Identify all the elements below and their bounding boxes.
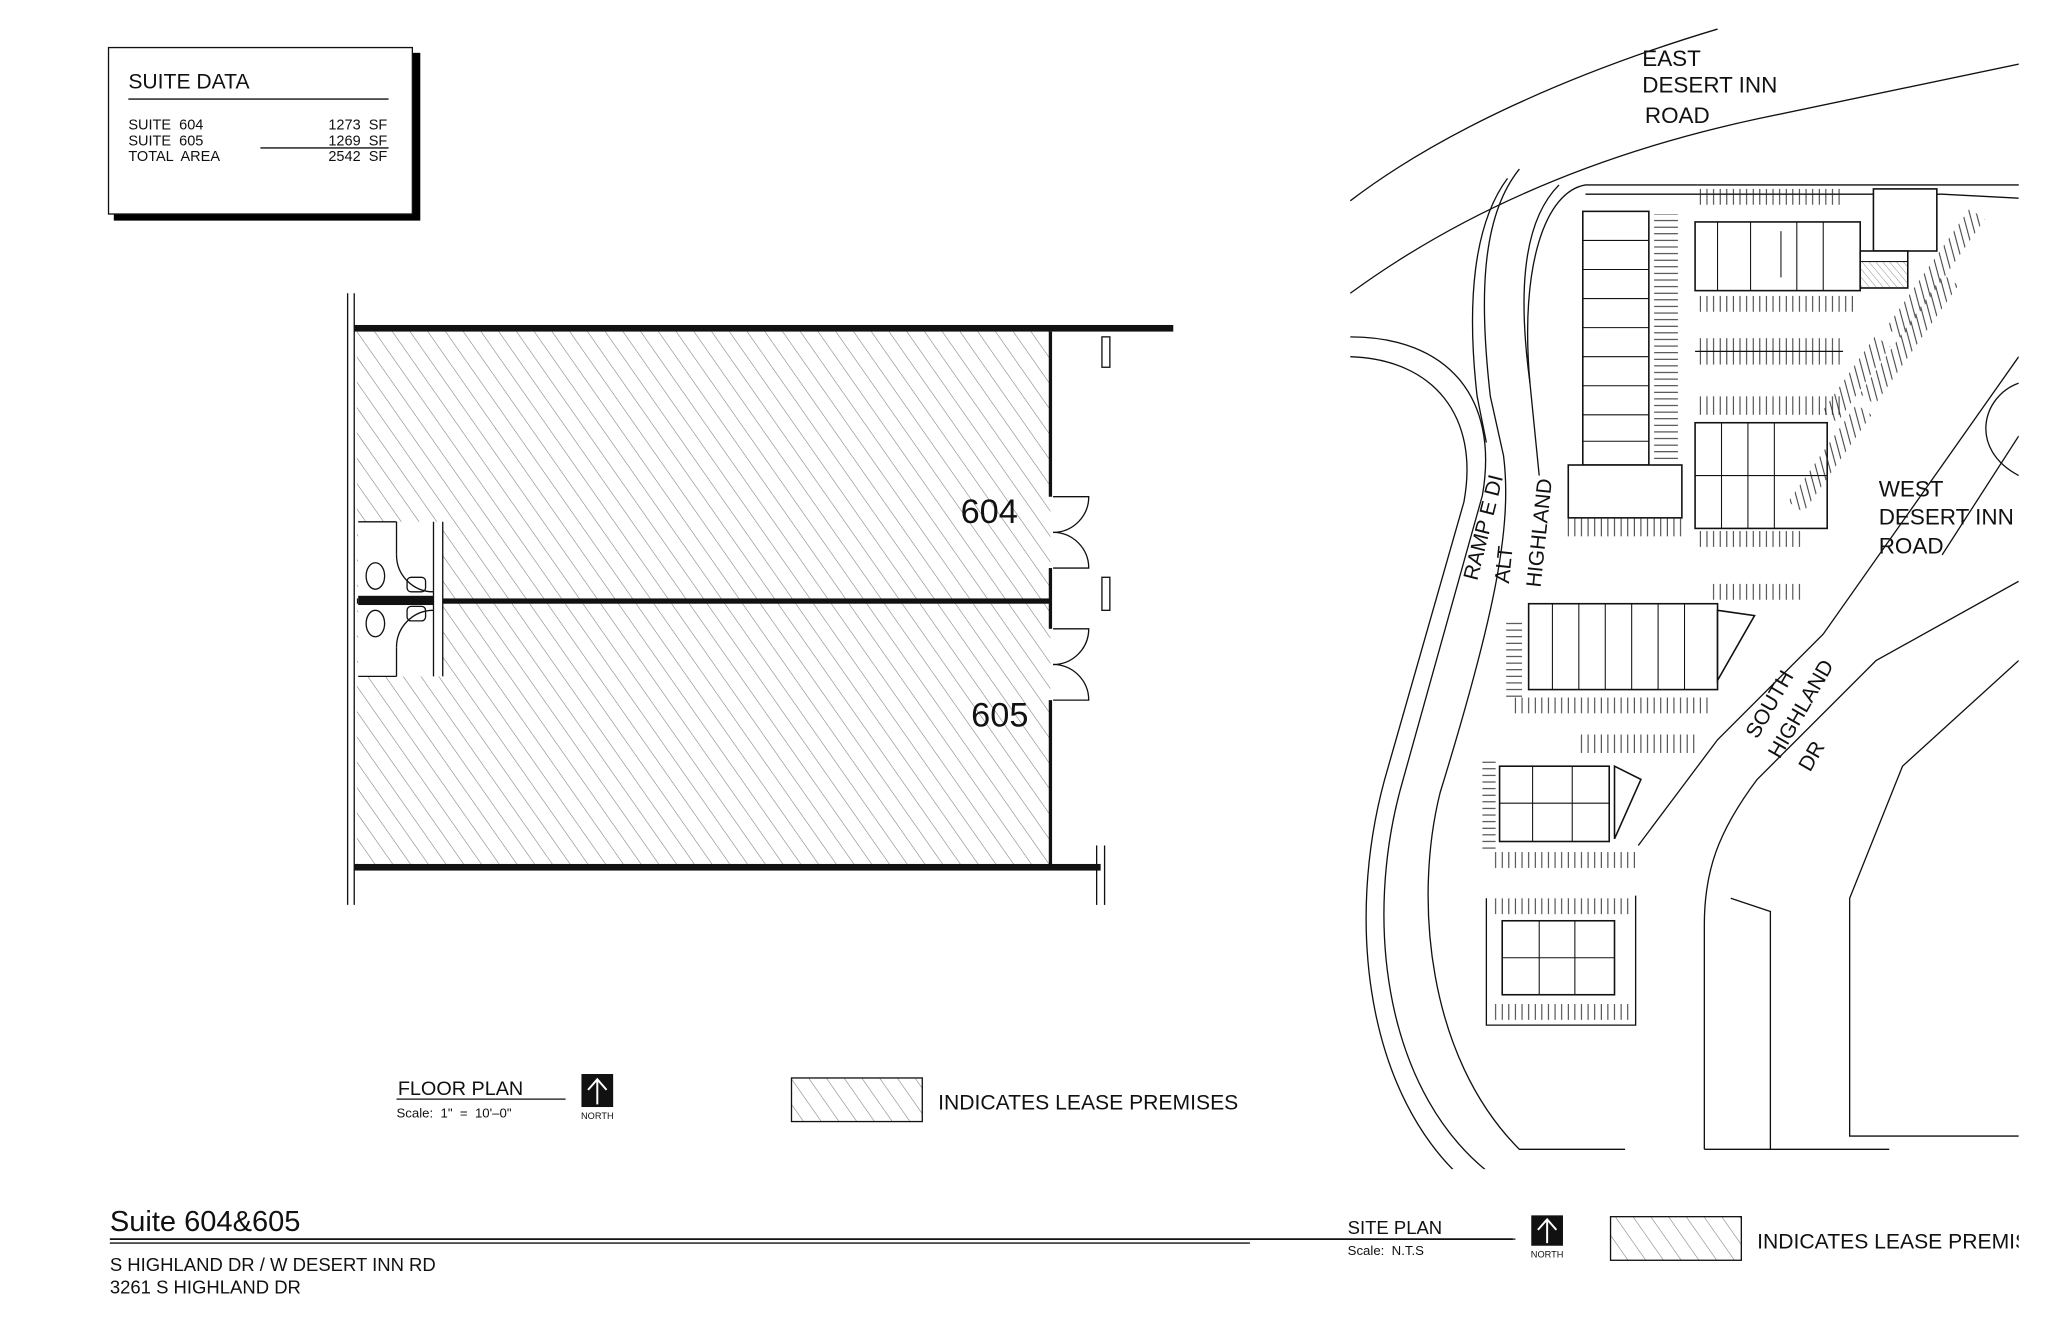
address-line-2: 3261 S HIGHLAND DR	[110, 1276, 301, 1297]
site-plan-scale: Scale: N.T.S	[1348, 1243, 1425, 1258]
floor-plan-title: FLOOR PLAN	[398, 1078, 523, 1100]
north-arrow-icon: NORTH	[1531, 1215, 1564, 1260]
suite-data-title: SUITE DATA	[128, 71, 250, 94]
svg-text:NORTH: NORTH	[581, 1111, 614, 1121]
svg-text:EAST: EAST	[1642, 46, 1701, 71]
building-5	[1482, 759, 1642, 868]
restroom	[358, 521, 444, 678]
svg-text:ROAD: ROAD	[1879, 534, 1944, 559]
site-plan: EAST DESERT INN ROAD WEST DESERT INN ROA…	[1349, 28, 2019, 1170]
total-area-value: 2542 SF	[328, 149, 387, 165]
title-block: Suite 604&605 S HIGHLAND DR / W DESERT I…	[109, 1206, 1513, 1297]
suite-data-table: SUITE DATA SUITE 604 1273 SF SUITE 605 1…	[107, 46, 421, 221]
north-arrow-icon: NORTH	[581, 1074, 614, 1121]
ramp-label: RAMP E DI ALT HIGHLAND	[1460, 472, 1557, 588]
suite-605-premises[interactable]	[356, 603, 1051, 866]
building-1	[1565, 210, 1685, 537]
svg-text:DESERT INN: DESERT INN	[1642, 72, 1777, 97]
lease-legend-text: INDICATES LEASE PREMISES	[938, 1092, 1238, 1115]
site-plan-title: SITE PLAN	[1348, 1217, 1443, 1238]
svg-text:DESERT INN: DESERT INN	[1879, 504, 2014, 529]
site-lease-legend-text: INDICATES LEASE PREMISES	[1757, 1230, 2048, 1253]
site-lease-premises[interactable]	[1859, 261, 1909, 289]
svg-text:WEST: WEST	[1879, 477, 1944, 502]
svg-text:NORTH: NORTH	[1531, 1250, 1564, 1260]
floor-plan: 604 605	[346, 293, 1174, 905]
suite-605-label-plan: 605	[971, 697, 1028, 735]
site-plan-legend: SITE PLAN Scale: N.T.S NORTH INDICATES L…	[1347, 1215, 2048, 1261]
site-lease-hatch-swatch	[1609, 1216, 1742, 1261]
suite-604-label: SUITE 604	[128, 117, 203, 133]
building-3	[1694, 208, 1985, 547]
suite-605-area: 1269 SF	[328, 133, 387, 149]
svg-text:ROAD: ROAD	[1645, 103, 1710, 128]
suite-605-label: SUITE 605	[128, 133, 203, 149]
total-area-label: TOTAL AREA	[128, 149, 220, 165]
svg-text:DR: DR	[1794, 737, 1829, 775]
svg-text:HIGHLAND: HIGHLAND	[1523, 477, 1557, 588]
west-desert-inn-road-label: WEST DESERT INN ROAD	[1879, 477, 2014, 559]
east-desert-inn-road-label: EAST DESERT INN ROAD	[1642, 46, 1777, 128]
building-6	[1485, 895, 1637, 1026]
door-605	[1053, 628, 1090, 701]
suite-604-label-plan: 604	[961, 493, 1018, 531]
lease-hatch-swatch	[790, 1077, 923, 1123]
address-line-1: S HIGHLAND DR / W DESERT INN RD	[110, 1254, 436, 1275]
door-604	[1053, 496, 1090, 569]
building-2	[1694, 188, 1938, 365]
sheet-title: Suite 604&605	[110, 1206, 301, 1238]
floor-plan-legend: FLOOR PLAN Scale: 1" = 10'–0" NORTH INDI…	[397, 1074, 1238, 1123]
svg-text:ALT: ALT	[1491, 545, 1518, 584]
suite-604-area: 1273 SF	[328, 117, 387, 133]
south-highland-dr-label: SOUTH HIGHLAND DR	[1742, 656, 1839, 775]
floor-plan-scale: Scale: 1" = 10'–0"	[397, 1106, 512, 1121]
building-4	[1506, 583, 1804, 753]
suite-604-premises[interactable]	[356, 331, 1051, 600]
